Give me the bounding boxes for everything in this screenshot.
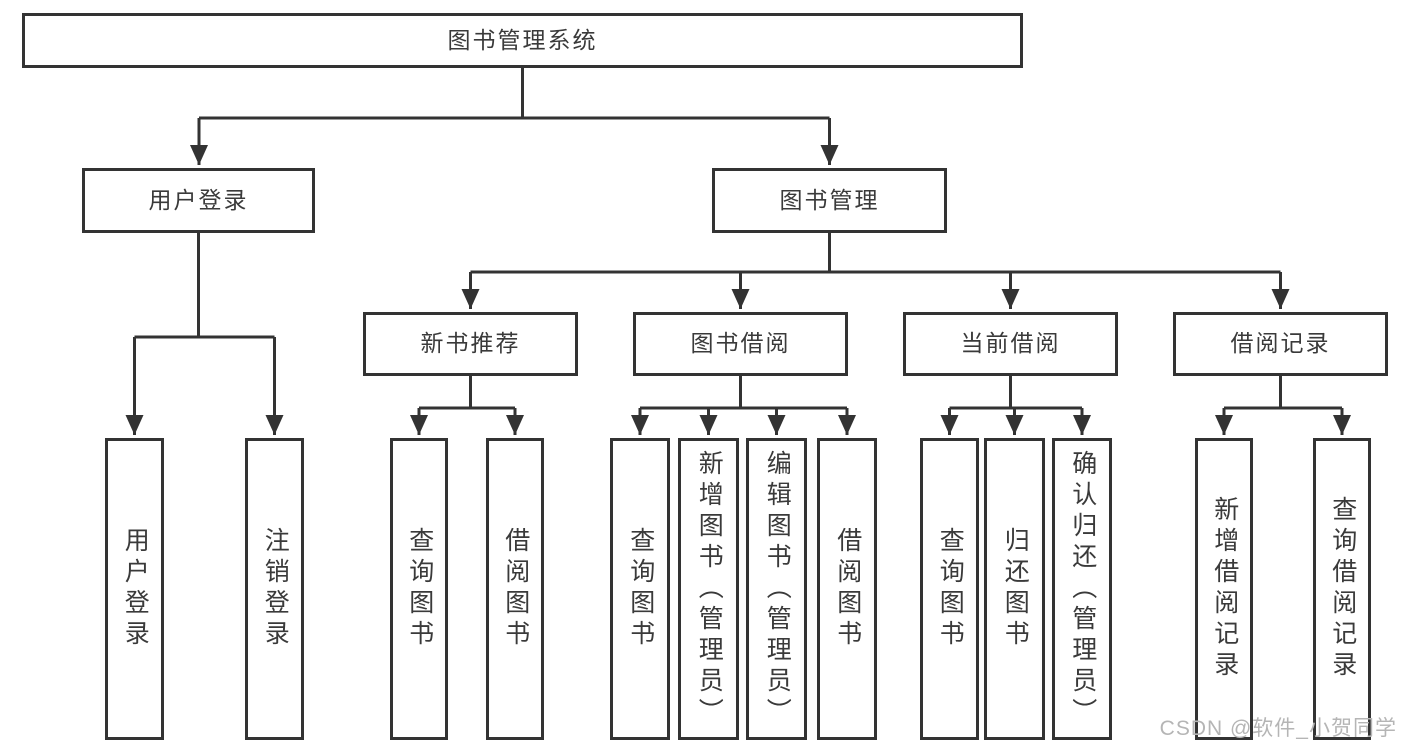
leaf-user-login: 用户登录 [105, 438, 164, 740]
node-current-borrowing: 当前借阅 [903, 312, 1118, 376]
node-borrowing-records: 借阅记录 [1173, 312, 1388, 376]
leaf-logout: 注销登录 [245, 438, 304, 740]
leaf-edit-book-admin: 编辑图书（管理员） [746, 438, 807, 740]
node-book-management: 图书管理 [712, 168, 947, 233]
leaf-borrow-books: 借阅图书 [817, 438, 877, 740]
leaf-query-borrow-record: 查询借阅记录 [1313, 438, 1371, 740]
node-new-book-recommendation: 新书推荐 [363, 312, 578, 376]
leaf-add-borrow-record: 新增借阅记录 [1195, 438, 1253, 740]
leaf-confirm-return-admin: 确认归还（管理员） [1052, 438, 1112, 740]
leaf-add-book-admin: 新增图书（管理员） [678, 438, 739, 740]
csdn-watermark: CSDN @软件_小贺同学 [1159, 717, 1397, 740]
leaf-return-books: 归还图书 [984, 438, 1045, 740]
leaf-query-books-borrowing: 查询图书 [610, 438, 670, 740]
leaf-borrow-books-recommend: 借阅图书 [486, 438, 544, 740]
node-book-borrowing: 图书借阅 [633, 312, 848, 376]
leaf-query-books-current: 查询图书 [920, 438, 979, 740]
node-user-login: 用户登录 [82, 168, 315, 233]
node-library-management-system: 图书管理系统 [22, 13, 1023, 68]
leaf-query-books-recommend: 查询图书 [390, 438, 448, 740]
